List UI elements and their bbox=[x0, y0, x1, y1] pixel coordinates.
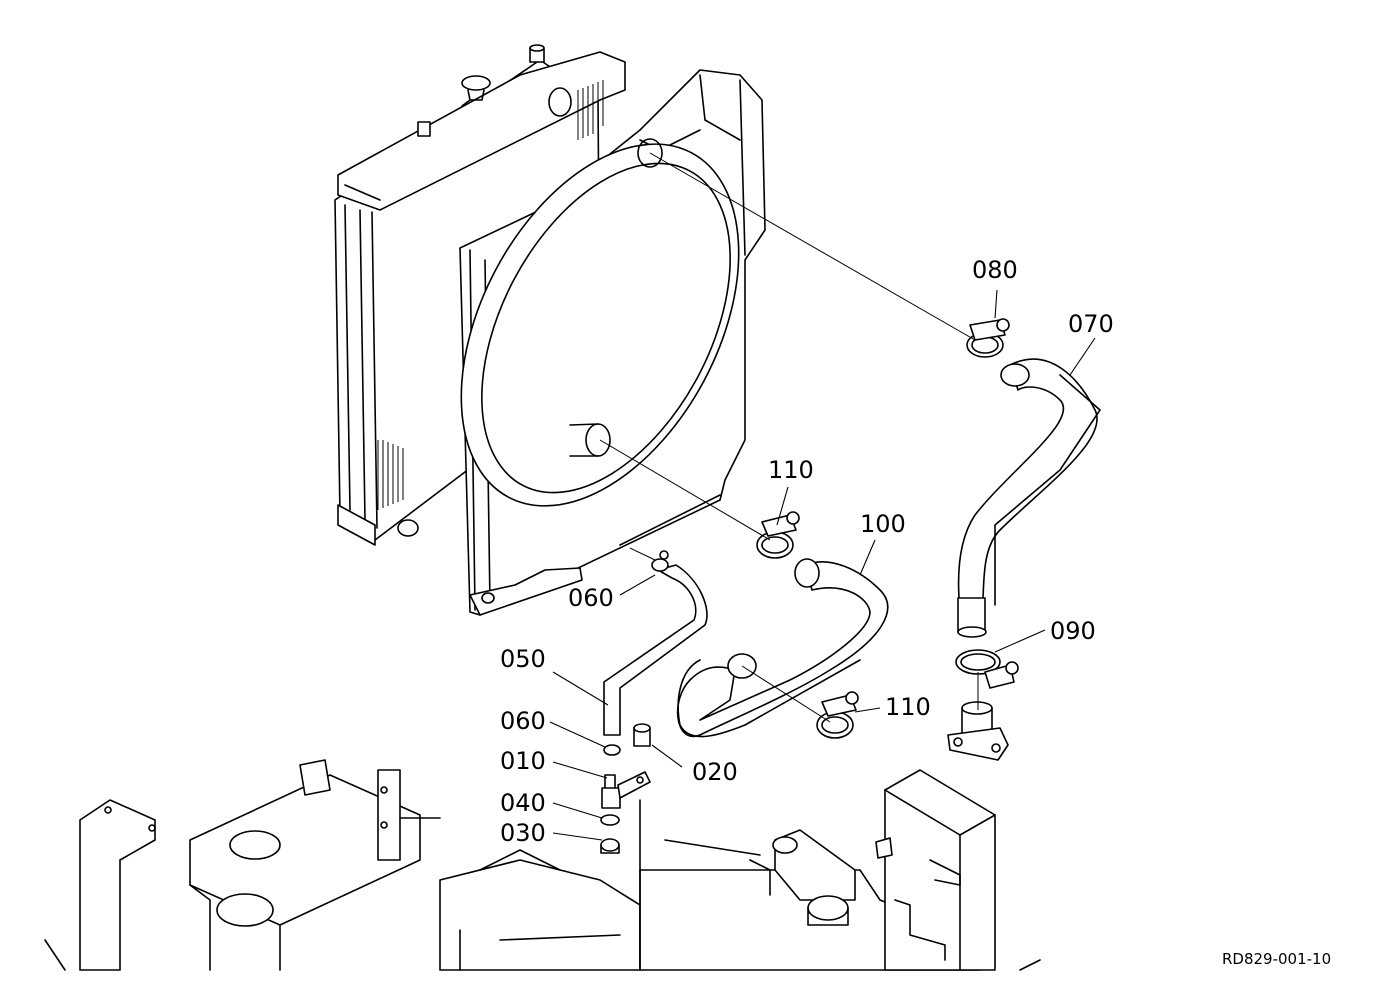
label-080: 080 bbox=[972, 256, 1018, 284]
label-110-lower: 110 bbox=[885, 693, 931, 721]
label-060-lower: 060 bbox=[500, 707, 546, 735]
lower-hose-100 bbox=[676, 558, 889, 738]
thermostat-outlet bbox=[947, 701, 1009, 761]
clamp-060-upper bbox=[651, 550, 669, 572]
tank-fittings bbox=[600, 723, 651, 854]
fan-shroud bbox=[459, 69, 766, 616]
label-010: 010 bbox=[500, 747, 546, 775]
label-020: 020 bbox=[692, 758, 738, 786]
label-060-upper: 060 bbox=[568, 584, 614, 612]
label-100: 100 bbox=[860, 510, 906, 538]
clamp-090 bbox=[955, 649, 1019, 689]
label-090: 090 bbox=[1050, 617, 1096, 645]
upper-hose-070 bbox=[957, 358, 1101, 638]
clamp-110-lower bbox=[816, 691, 859, 739]
leader-lines bbox=[549, 289, 1096, 841]
label-110-upper: 110 bbox=[768, 456, 814, 484]
clamp-080 bbox=[966, 318, 1010, 358]
label-050: 050 bbox=[500, 645, 546, 673]
reference-code: RD829-001-10 bbox=[1222, 950, 1331, 968]
label-040: 040 bbox=[500, 789, 546, 817]
radiator-fins-top bbox=[577, 80, 604, 140]
overflow-hose-050 bbox=[603, 564, 708, 736]
clamp-110-upper bbox=[756, 511, 800, 559]
label-030: 030 bbox=[500, 819, 546, 847]
radiator-fins-bottom bbox=[377, 440, 404, 510]
assembly-centerlines bbox=[599, 152, 979, 723]
part-labels: 080 070 110 100 060 090 050 110 060 010 … bbox=[500, 256, 1114, 847]
chassis-frame bbox=[44, 759, 1041, 971]
label-070: 070 bbox=[1068, 310, 1114, 338]
